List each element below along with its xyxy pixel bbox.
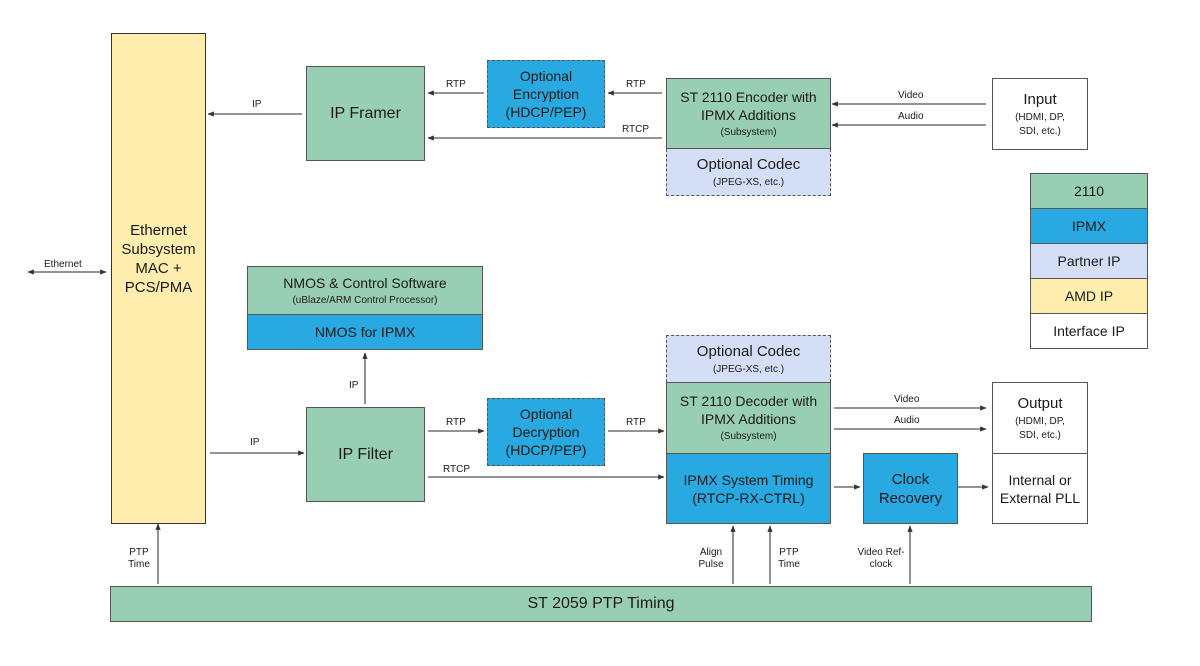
decoder-optional-codec-block[interactable]: Optional Codec (JPEG-XS, etc.) bbox=[666, 335, 831, 382]
legend-item-2110: 2110 bbox=[1030, 173, 1148, 209]
ptp-time-eth-label: PTP Time bbox=[128, 547, 150, 570]
audio-in-label: Audio bbox=[898, 111, 924, 122]
st2110-encoder-block[interactable]: ST 2110 Encoder with IPMX Additions (Sub… bbox=[666, 78, 831, 149]
ptp-timing-title: ST 2059 PTP Timing bbox=[527, 595, 675, 612]
decoder-title: ST 2110 Decoder with IPMX Additions bbox=[679, 393, 818, 427]
legend-item-partner-ip: Partner IP bbox=[1030, 243, 1148, 279]
legend-label: Partner IP bbox=[1057, 253, 1121, 269]
nmos-control-subtitle: (uBlaze/ARM Control Processor) bbox=[292, 294, 438, 306]
pll-title: Internal or External PLL bbox=[999, 471, 1081, 506]
legend-label: AMD IP bbox=[1064, 288, 1114, 304]
ethernet-label: Ethernet bbox=[44, 259, 82, 270]
rtp-tx-label-2: RTP bbox=[626, 79, 646, 90]
legend-label: Interface IP bbox=[1053, 323, 1125, 339]
decoder-codec-title: Optional Codec bbox=[696, 342, 801, 360]
ip-rx-label: IP bbox=[250, 437, 260, 448]
ip-tx-label: IP bbox=[252, 99, 262, 110]
ip-filter-block[interactable]: IP Filter bbox=[306, 407, 425, 502]
rtp-rx-label-1: RTP bbox=[446, 417, 466, 428]
ip-framer-title: IP Framer bbox=[330, 104, 401, 122]
ethernet-subsystem-block[interactable]: Ethernet Subsystem MAC + PCS/PMA bbox=[111, 33, 206, 524]
encoder-codec-title: Optional Codec bbox=[696, 155, 801, 173]
input-subtitle: (HDMI, DP, SDI, etc.) bbox=[1015, 111, 1065, 137]
clock-recovery-block[interactable]: Clock Recovery bbox=[863, 453, 958, 524]
legend: 2110 IPMX Partner IP AMD IP Interface IP bbox=[1030, 173, 1148, 349]
output-block[interactable]: Output (HDMI, DP, SDI, etc.) bbox=[992, 382, 1088, 454]
ip-nmos-label: IP bbox=[349, 380, 359, 391]
st2110-decoder-block[interactable]: ST 2110 Decoder with IPMX Additions (Sub… bbox=[666, 382, 831, 454]
ip-filter-title: IP Filter bbox=[338, 445, 393, 463]
ptp-time-timing-label: PTP Time bbox=[778, 547, 800, 570]
nmos-ipmx-title: NMOS for IPMX bbox=[314, 324, 416, 340]
nmos-control-software-block[interactable]: NMOS & Control Software (uBlaze/ARM Cont… bbox=[247, 266, 483, 315]
align-pulse-label: Align Pulse bbox=[698, 547, 724, 570]
video-out-label: Video bbox=[894, 394, 920, 405]
nmos-control-title: NMOS & Control Software bbox=[283, 274, 447, 291]
nmos-for-ipmx-block[interactable]: NMOS for IPMX bbox=[247, 314, 483, 350]
rtcp-tx-label: RTCP bbox=[622, 124, 650, 135]
encoder-subtitle: (Subsystem) bbox=[720, 126, 777, 138]
rtp-tx-label-1: RTP bbox=[446, 79, 466, 90]
optional-decryption-title: Optional Decryption (HDCP/PEP) bbox=[505, 406, 587, 458]
rtp-rx-label-2: RTP bbox=[626, 417, 646, 428]
video-refclock-label: Video Ref-clock bbox=[857, 547, 905, 570]
legend-label: 2110 bbox=[1073, 183, 1105, 199]
optional-decryption-block[interactable]: Optional Decryption (HDCP/PEP) bbox=[487, 398, 605, 466]
audio-out-label: Audio bbox=[894, 415, 920, 426]
encoder-title: ST 2110 Encoder with IPMX Additions bbox=[680, 88, 817, 123]
legend-label: IPMX bbox=[1071, 218, 1107, 234]
legend-item-amd-ip: AMD IP bbox=[1030, 278, 1148, 314]
output-title: Output bbox=[1017, 394, 1063, 412]
pll-block[interactable]: Internal or External PLL bbox=[992, 453, 1088, 524]
ethernet-subsystem-title: Ethernet Subsystem MAC + PCS/PMA bbox=[121, 221, 196, 296]
output-subtitle: (HDMI, DP, SDI, etc.) bbox=[1015, 415, 1065, 441]
ip-framer-block[interactable]: IP Framer bbox=[306, 66, 425, 161]
decoder-codec-subtitle: (JPEG-XS, etc.) bbox=[712, 363, 785, 375]
ipmx-system-timing-block[interactable]: IPMX System Timing (RTCP-RX-CTRL) bbox=[666, 453, 831, 524]
encoder-codec-subtitle: (JPEG-XS, etc.) bbox=[712, 176, 785, 188]
optional-encryption-block[interactable]: Optional Encryption (HDCP/PEP) bbox=[487, 60, 605, 128]
optional-encryption-title: Optional Encryption (HDCP/PEP) bbox=[505, 68, 587, 120]
st2059-ptp-timing-block[interactable]: ST 2059 PTP Timing bbox=[110, 586, 1092, 622]
legend-item-interface-ip: Interface IP bbox=[1030, 313, 1148, 349]
rtcp-rx-label: RTCP bbox=[443, 464, 471, 475]
clock-recovery-title: Clock Recovery bbox=[878, 470, 943, 507]
video-in-label: Video bbox=[898, 90, 924, 101]
ipmx-timing-subtitle: (RTCP-RX-CTRL) bbox=[692, 489, 805, 506]
decoder-subtitle: (Subsystem) bbox=[720, 431, 777, 442]
legend-item-ipmx: IPMX bbox=[1030, 208, 1148, 244]
ipmx-timing-title: IPMX System Timing bbox=[683, 471, 814, 488]
input-title: Input bbox=[1023, 90, 1057, 108]
input-block[interactable]: Input (HDMI, DP, SDI, etc.) bbox=[992, 78, 1088, 150]
encoder-optional-codec-block[interactable]: Optional Codec (JPEG-XS, etc.) bbox=[666, 149, 831, 196]
